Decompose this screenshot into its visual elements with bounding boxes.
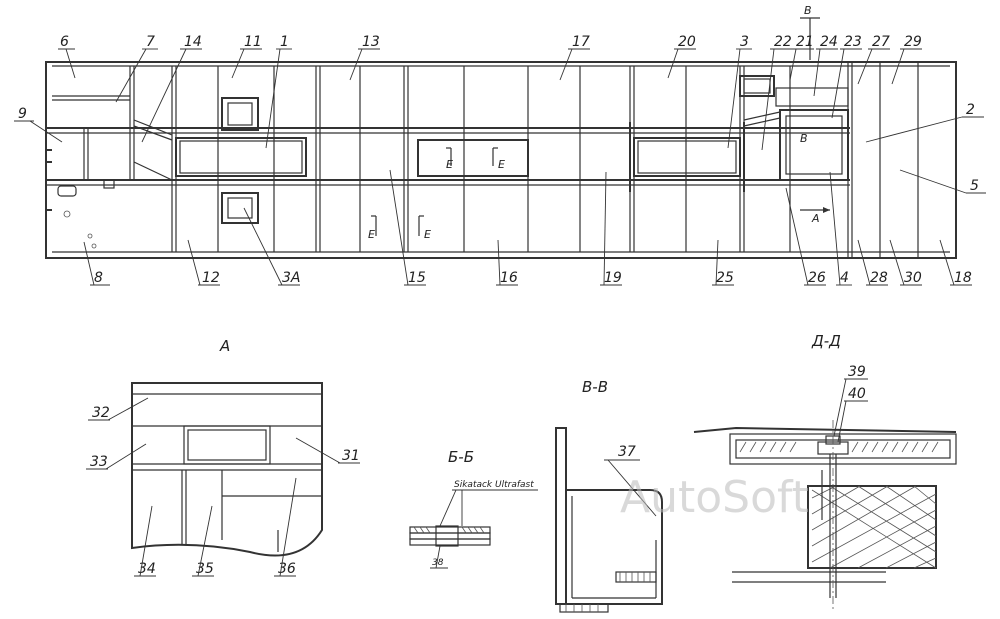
- svg-text:А: А: [219, 337, 230, 355]
- svg-text:22: 22: [774, 34, 792, 50]
- svg-text:15: 15: [408, 270, 426, 286]
- svg-text:Е: Е: [446, 158, 453, 171]
- section-view-dd: Д-Д 39 40: [693, 332, 957, 612]
- svg-text:14: 14: [184, 34, 202, 50]
- svg-text:16: 16: [500, 270, 518, 286]
- svg-text:25: 25: [716, 270, 734, 286]
- svg-text:Е: Е: [368, 228, 375, 241]
- svg-text:11: 11: [244, 34, 262, 50]
- svg-text:27: 27: [872, 34, 890, 50]
- svg-text:В: В: [800, 132, 808, 145]
- svg-text:8: 8: [94, 270, 103, 286]
- svg-text:Е: Е: [424, 228, 431, 241]
- main-frame-plan: [45, 61, 957, 259]
- svg-text:Е: Е: [498, 158, 505, 171]
- cross-members: [171, 62, 919, 258]
- section-view-vv: В-В 37: [555, 378, 663, 613]
- svg-text:2: 2: [966, 102, 975, 118]
- svg-text:36: 36: [278, 561, 296, 577]
- svg-text:26: 26: [808, 270, 826, 286]
- svg-text:40: 40: [848, 386, 866, 402]
- svg-text:Д-Д: Д-Д: [811, 332, 841, 350]
- svg-text:30: 30: [904, 270, 922, 286]
- svg-text:А: А: [811, 212, 820, 225]
- svg-text:18: 18: [954, 270, 972, 286]
- svg-text:24: 24: [820, 34, 838, 50]
- svg-text:39: 39: [848, 364, 866, 380]
- svg-text:29: 29: [904, 34, 922, 50]
- svg-text:В-В: В-В: [582, 378, 608, 396]
- svg-text:13: 13: [362, 34, 380, 50]
- section-mark-e-upper: Е Е: [446, 147, 505, 171]
- svg-text:37: 37: [618, 444, 636, 460]
- svg-text:31: 31: [342, 448, 360, 464]
- section-mark-e-lower: Е Е: [368, 215, 431, 241]
- svg-text:12: 12: [202, 270, 220, 286]
- svg-text:28: 28: [870, 270, 888, 286]
- svg-text:23: 23: [844, 34, 862, 50]
- part-labels: 6 7 14 11 1 13 17 20 3 22 21 24 23 27 29…: [14, 34, 986, 286]
- svg-text:17: 17: [572, 34, 590, 50]
- svg-text:7: 7: [146, 34, 155, 50]
- detail-view-a: А 32 33 31 34 35 36: [86, 337, 360, 577]
- section-mark-b: В В: [800, 4, 820, 145]
- svg-text:38: 38: [432, 558, 444, 568]
- svg-text:4: 4: [840, 270, 849, 286]
- svg-text:3: 3: [740, 34, 749, 50]
- svg-text:21: 21: [796, 34, 814, 50]
- svg-text:Б-Б: Б-Б: [448, 448, 474, 466]
- svg-text:9: 9: [18, 106, 27, 122]
- svg-text:5: 5: [970, 178, 979, 194]
- watermark: AutoSoft: [620, 472, 809, 523]
- svg-text:3A: 3A: [282, 270, 300, 286]
- section-view-bb: Б-Б Sikatack Ultrafast 38: [409, 448, 538, 569]
- svg-text:1: 1: [280, 34, 289, 50]
- svg-text:В: В: [804, 4, 812, 17]
- svg-text:6: 6: [60, 34, 69, 50]
- svg-text:32: 32: [92, 405, 110, 421]
- svg-text:20: 20: [678, 34, 696, 50]
- view-arrow-a: А: [800, 207, 830, 225]
- svg-text:34: 34: [138, 561, 156, 577]
- svg-text:19: 19: [604, 270, 622, 286]
- svg-text:Sikatack Ultrafast: Sikatack Ultrafast: [454, 480, 534, 490]
- svg-text:33: 33: [90, 454, 108, 470]
